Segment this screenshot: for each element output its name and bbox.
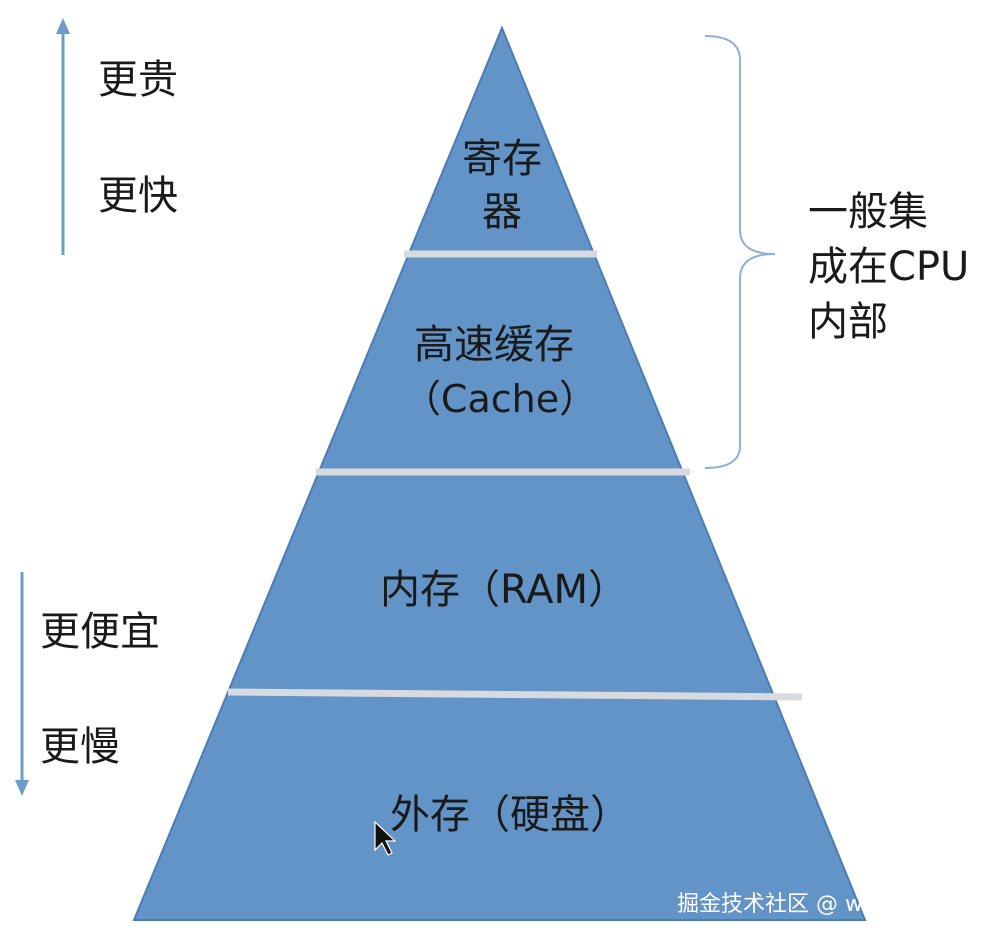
pyramid-level-register: 寄存 器 xyxy=(462,136,542,235)
pyramid-divider-3 xyxy=(227,688,803,701)
up-arrow-head-icon xyxy=(56,18,70,34)
level-register-line-2: 器 xyxy=(482,189,522,235)
cpu-note-line-1: 一般集 xyxy=(808,189,928,235)
level-cache-line-2: （Cache） xyxy=(403,377,597,421)
up-arrow xyxy=(56,18,70,255)
cpu-note-line-2: 成在CPU xyxy=(808,244,969,290)
level-register-line-1: 寄存 xyxy=(462,136,542,182)
level-disk-line-1: 外存（硬盘） xyxy=(390,792,630,838)
watermark-text: 掘金技术社区 @ web小张 xyxy=(677,892,934,917)
level-ram-line-1: 内存（RAM） xyxy=(380,567,628,613)
label-faster: 更快 xyxy=(98,173,178,219)
down-arrow xyxy=(15,572,29,796)
pyramid-level-disk: 外存（硬盘） xyxy=(390,792,630,838)
cpu-note-line-3: 内部 xyxy=(808,299,888,345)
pyramid-level-ram: 内存（RAM） xyxy=(380,567,628,613)
mouse-cursor-icon xyxy=(374,820,397,856)
right-brace-icon xyxy=(704,35,776,469)
down-arrow-head-icon xyxy=(15,780,29,796)
label-cheaper: 更便宜 xyxy=(40,609,160,655)
level-cache-line-1: 高速缓存 xyxy=(414,322,574,368)
label-slower: 更慢 xyxy=(40,724,120,770)
label-more-expensive: 更贵 xyxy=(98,57,178,103)
pyramid-level-cache: 高速缓存 （Cache） xyxy=(403,322,597,421)
